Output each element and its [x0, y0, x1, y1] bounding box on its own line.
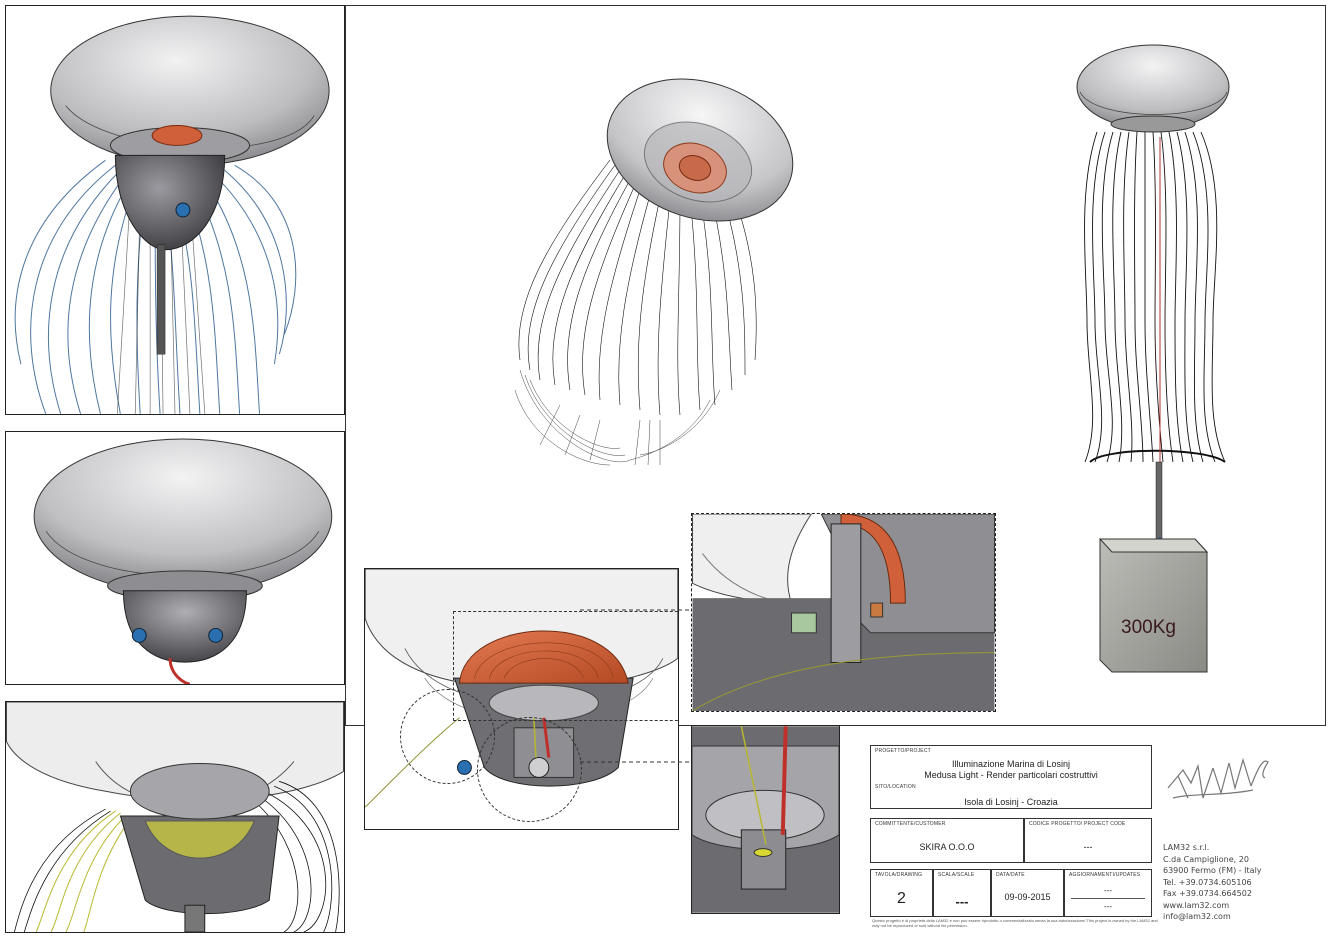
date-value: 09-09-2015 — [1004, 892, 1051, 902]
disclaimer-text: Questo progetto è di proprietà della LAM… — [872, 918, 1158, 928]
project-line2: Medusa Light - Render particolari costru… — [924, 770, 1098, 780]
project-code-value: --- — [1083, 842, 1093, 852]
company-tel: Tel. +39.0734.605106 — [1163, 877, 1252, 887]
date-cell: DATA/DATE 09-09-2015 — [991, 869, 1064, 917]
view-detail-section — [364, 568, 679, 830]
view-bottom-left — [5, 701, 345, 933]
render-medusa-vertical — [1076, 44, 1230, 673]
project-line1: Illuminazione Marina di Losinj — [951, 759, 1071, 769]
view-middle-left — [5, 431, 345, 685]
scale-value: --- — [955, 894, 969, 909]
project-cell: PROGETTO/PROJECT Illuminazione Marina di… — [870, 745, 1152, 809]
view-top-left — [5, 5, 345, 415]
view-zoom-upper — [691, 513, 996, 712]
callout-circle-right — [477, 717, 582, 822]
project-code-label: CODICE PROGETTO/ PROJECT CODE — [1029, 821, 1126, 827]
project-code-cell: CODICE PROGETTO/ PROJECT CODE --- — [1024, 818, 1152, 863]
site-value: Isola di Losinj - Croazia — [964, 797, 1058, 807]
callout-leaders — [580, 609, 692, 763]
company-city: 63900 Fermo (FM) - Italy — [1163, 866, 1262, 875]
drawing-cell: TAVOLA/DRAWING 2 — [870, 869, 933, 917]
lam32-logo-icon — [1167, 757, 1269, 799]
company-address: C.da Campiglione, 20 — [1163, 854, 1249, 864]
render-zoom-upper — [692, 514, 995, 711]
scale-cell: SCALA/SCALE --- — [933, 869, 991, 917]
render-medusa-angled — [514, 78, 794, 466]
customer-label: COMMITTENTE/CUSTOMER — [875, 821, 946, 827]
drawing-label: TAVOLA/DRAWING — [875, 872, 923, 878]
updates-cell: AGGIORNAMENTI/UPDATES --- --- — [1064, 869, 1152, 917]
render-zoom-lower — [692, 726, 839, 913]
updates-value-1: --- — [1104, 886, 1112, 895]
scale-label: SCALA/SCALE — [938, 872, 975, 878]
render-shell-blue-net — [14, 15, 330, 414]
render-shell-body — [33, 438, 333, 684]
drawing-value: 2 — [897, 890, 906, 907]
site-label: SITO/LOCATION — [875, 784, 916, 790]
project-label: PROGETTO/PROJECT — [875, 748, 931, 754]
updates-label: AGGIORNAMENTI/UPDATES — [1069, 872, 1141, 878]
updates-divider — [1071, 898, 1145, 899]
weight-label: 300Kg — [1121, 617, 1176, 638]
view-zoom-lower — [691, 725, 840, 914]
company-info: LAM32 s.r.l. C.da Campiglione, 20 63900 … — [1163, 842, 1262, 923]
company-web: www.lam32.com — [1163, 900, 1230, 910]
updates-value-2: --- — [1104, 902, 1112, 911]
render-section-yellow-cables — [6, 702, 344, 932]
customer-value: SKIRA O.O.O — [919, 842, 975, 852]
render-dome-section — [365, 569, 678, 808]
customer-cell: COMMITTENTE/CUSTOMER SKIRA O.O.O — [870, 818, 1024, 863]
company-fax: Fax +39.0734.664502 — [1163, 889, 1252, 898]
company-email: info@lam32.com — [1163, 912, 1231, 921]
company-name: LAM32 s.r.l. — [1163, 843, 1210, 852]
date-label: DATA/DATE — [996, 872, 1025, 878]
callout-dashed-box — [453, 611, 678, 721]
